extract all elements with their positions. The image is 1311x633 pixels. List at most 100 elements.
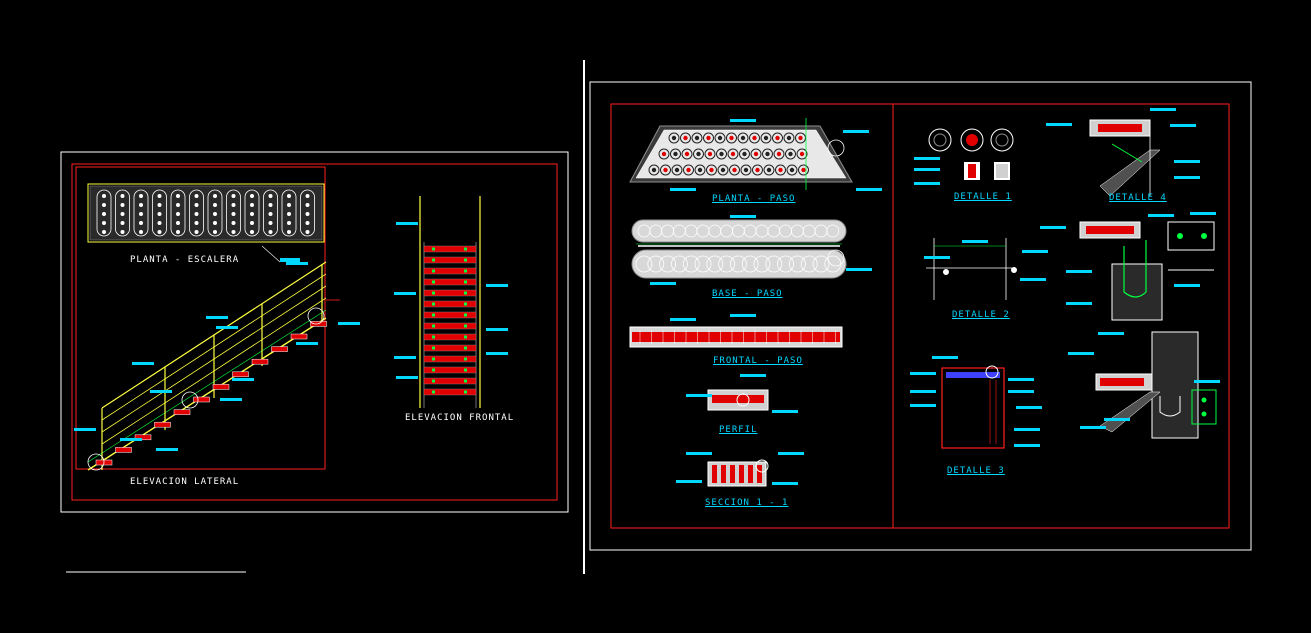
plan-step [207, 189, 223, 237]
plan-step-dot [176, 221, 180, 225]
base-coil [682, 255, 700, 273]
callout-tag [132, 362, 154, 365]
frontal-step-mark [432, 379, 435, 383]
elevacion-lateral-drawing [74, 261, 360, 471]
detalle3-drawing [941, 365, 1005, 449]
plan-step [170, 189, 186, 237]
paso-hole-center [671, 135, 677, 141]
plan-step-dot [157, 221, 162, 225]
plan-step-dot [157, 203, 162, 207]
base-paso-label: BASE - PASO [712, 289, 783, 299]
plan-step-dot [139, 194, 143, 198]
paso-hole [737, 132, 749, 144]
callout-tag [1040, 226, 1066, 229]
plan-steps [96, 189, 315, 237]
frontal-paso-ticks [639, 330, 836, 344]
plan-step-dot [305, 212, 310, 216]
seccion-drawing [707, 459, 769, 487]
plan-step-dot [194, 212, 199, 216]
detalle4-drawing [1079, 119, 1217, 439]
lateral-step [251, 358, 269, 365]
plan-step-dot [268, 212, 273, 216]
paso-hole-center [729, 135, 734, 141]
lateral-step [212, 384, 230, 390]
base-paso-coils [635, 224, 842, 273]
base-coil [647, 255, 665, 273]
paso-hole [716, 148, 727, 160]
paso-hole-center [706, 135, 711, 141]
callout-tag [1098, 332, 1124, 335]
plan-step-dot [231, 194, 236, 198]
frontal-step [423, 366, 477, 374]
paso-hole [670, 148, 681, 160]
callout-tag [1174, 284, 1200, 287]
paso-hole [717, 164, 729, 176]
plan-step-dot [194, 194, 199, 198]
paso-hole-center [766, 167, 772, 173]
callout-tag [1194, 380, 1220, 383]
frontal-step-mark [464, 390, 467, 394]
plan-step-dot [120, 194, 125, 198]
paso-hole-center [707, 151, 713, 157]
callout-tag [650, 282, 676, 285]
seccion-bar [730, 465, 735, 483]
frontal-step [423, 245, 477, 253]
paso-hole-center [732, 167, 737, 173]
frontal-step-mark [464, 379, 467, 383]
plan-step-dot [120, 203, 125, 207]
callout-tag [220, 398, 242, 401]
paso-hole [683, 164, 694, 176]
paso-hole [660, 164, 671, 176]
frontal-step [423, 278, 477, 286]
base-coil [730, 255, 747, 273]
frontal-step-mark [432, 390, 435, 394]
plan-step-dot [176, 203, 180, 207]
plan-step [133, 189, 149, 237]
seccion-bar [739, 465, 744, 483]
callout-tag [1066, 270, 1092, 273]
paso-hole-center [778, 167, 783, 173]
plan-step-dot [305, 194, 310, 198]
callout-tag [843, 130, 869, 133]
callout-tag [910, 390, 936, 393]
paso-hole-center [789, 167, 795, 173]
paso-hole [714, 132, 726, 144]
paso-hole-center [663, 167, 668, 173]
callout-tag [232, 378, 254, 381]
frontal-step [423, 344, 477, 352]
callout-tag [1148, 214, 1174, 217]
plan-step [281, 189, 297, 237]
paso-hole-center [755, 167, 760, 173]
callout-tag [1066, 302, 1092, 305]
frontal-callout-tags [394, 222, 508, 379]
lateral-step [290, 333, 308, 340]
callout-tag [216, 326, 238, 329]
paso-hole-center [673, 151, 678, 157]
plan-step-dot [139, 212, 143, 216]
frontal-step-mark [432, 302, 435, 306]
left-sheet [60, 151, 569, 513]
callout-tag [1008, 378, 1034, 381]
callout-tag [778, 452, 804, 455]
planta-paso-holes [648, 132, 809, 176]
callout-tag [286, 262, 308, 265]
lateral-step [173, 409, 191, 415]
plan-step [300, 189, 315, 237]
plan-step [115, 189, 130, 237]
seccion-bar [748, 465, 753, 483]
base-coil [694, 255, 712, 273]
paso-hole [750, 148, 762, 160]
plan-step-dot [120, 221, 125, 225]
paso-hole [740, 164, 752, 176]
plan-step-dot [305, 221, 310, 225]
callout-tag [846, 268, 872, 271]
callout-tag [156, 448, 178, 451]
lateral-callout-tags [74, 262, 360, 451]
lateral-step [271, 346, 288, 352]
left-sheet-inner-frame [71, 163, 558, 501]
planta-paso-drawing [629, 118, 853, 190]
paso-hole-center [753, 151, 759, 157]
callout-tag [396, 222, 418, 225]
paso-hole-center [696, 151, 701, 157]
callout-tag [1014, 428, 1040, 431]
